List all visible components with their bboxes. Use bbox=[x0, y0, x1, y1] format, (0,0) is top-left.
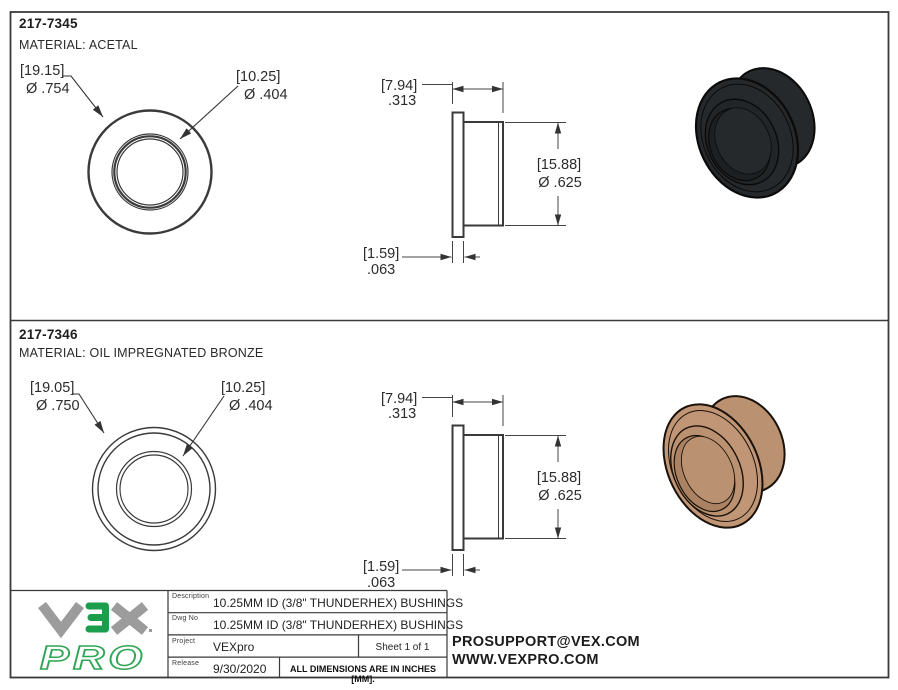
titleblock-label-project: Project bbox=[172, 637, 196, 645]
part1-side-flange-dim-mm: [1.59] bbox=[363, 246, 399, 262]
titleblock-value-release: 9/30/2020 bbox=[213, 662, 267, 676]
part1-side-width-dim-mm: [7.94] bbox=[381, 78, 417, 94]
part1-side-view bbox=[451, 111, 504, 238]
titleblock-value-dwgno: 10.25MM ID (3/8" THUNDERHEX) BUSHINGS bbox=[213, 618, 464, 632]
part2-side-dia-dim-mm: [15.88] bbox=[537, 470, 581, 486]
titleblock-sheet-count: Sheet 1 of 1 bbox=[375, 642, 430, 653]
part1-side-dimensions bbox=[402, 82, 566, 263]
part1-number: 217-7345 bbox=[19, 16, 78, 31]
part2-front-bore-dim-in: Ø .404 bbox=[229, 398, 273, 414]
part2-front-leaders bbox=[72, 393, 225, 457]
titleblock-label-description: Description bbox=[172, 593, 210, 600]
part1-side-dia-dim-mm: [15.88] bbox=[537, 157, 581, 173]
part1-material: MATERIAL: ACETAL bbox=[19, 38, 138, 52]
titleblock-value-project: VEXpro bbox=[213, 640, 255, 654]
sheet-border bbox=[9, 11, 890, 679]
part1-front-bore-dim-in: Ø .404 bbox=[244, 87, 288, 103]
part2-front-outer-dim-mm: [19.05] bbox=[30, 380, 74, 396]
part2-material: MATERIAL: OIL IMPREGNATED BRONZE bbox=[19, 346, 264, 360]
part2-side-width-dim-mm: [7.94] bbox=[381, 391, 417, 407]
logo-letter-v bbox=[38, 601, 84, 639]
title-block-grid bbox=[10, 589, 448, 678]
part2-side-dimensions bbox=[402, 395, 566, 576]
part1-front-bore-dim-mm: [10.25] bbox=[236, 69, 280, 85]
part2-3d-render bbox=[662, 395, 786, 529]
part1-side-flange-dim-in: .063 bbox=[367, 262, 395, 278]
logo-pro-text: PRO bbox=[40, 640, 146, 677]
part1-front-leaders bbox=[62, 75, 239, 140]
part1-3d-render bbox=[694, 67, 816, 199]
titleblock-label-dwgno: Dwg No bbox=[172, 615, 199, 622]
titleblock-label-release: Release bbox=[172, 659, 200, 667]
part1-side-dia-dim-in: Ø .625 bbox=[538, 175, 582, 191]
logo-letter-x bbox=[110, 602, 149, 635]
part2-side-width-dim-in: .313 bbox=[388, 406, 416, 422]
part2-side-dia-dim-in: Ø .625 bbox=[538, 488, 582, 504]
part2-front-outer-dim-in: Ø .750 bbox=[36, 398, 80, 414]
part2-side-flange-dim-in: .063 bbox=[367, 575, 395, 591]
part1-front-outer-dim-in: Ø .754 bbox=[26, 81, 70, 97]
logo-letter-e bbox=[85, 602, 109, 633]
vexpro-logo: PRO bbox=[38, 601, 152, 678]
part1-front-view bbox=[87, 109, 213, 235]
titleblock-units-note: ALL DIMENSIONS ARE IN INCHES [MM]. bbox=[289, 663, 436, 684]
contact-website: WWW.VEXPRO.COM bbox=[452, 651, 599, 668]
part1-front-outer-dim-mm: [19.15] bbox=[20, 63, 64, 79]
contact-info: PROSUPPORT@VEX.COM WWW.VEXPRO.COM bbox=[452, 634, 640, 669]
part1-side-width-dim-in: .313 bbox=[388, 93, 416, 109]
contact-email: PROSUPPORT@VEX.COM bbox=[452, 634, 640, 650]
part2-front-bore-dim-mm: [10.25] bbox=[221, 380, 265, 396]
logo-tm-dot bbox=[149, 629, 152, 632]
part2-front-view bbox=[91, 426, 217, 552]
part2-side-view bbox=[451, 424, 504, 551]
titleblock-value-description: 10.25MM ID (3/8" THUNDERHEX) BUSHINGS bbox=[213, 596, 464, 610]
part2-side-flange-dim-mm: [1.59] bbox=[363, 559, 399, 575]
part2-number: 217-7346 bbox=[19, 327, 78, 342]
